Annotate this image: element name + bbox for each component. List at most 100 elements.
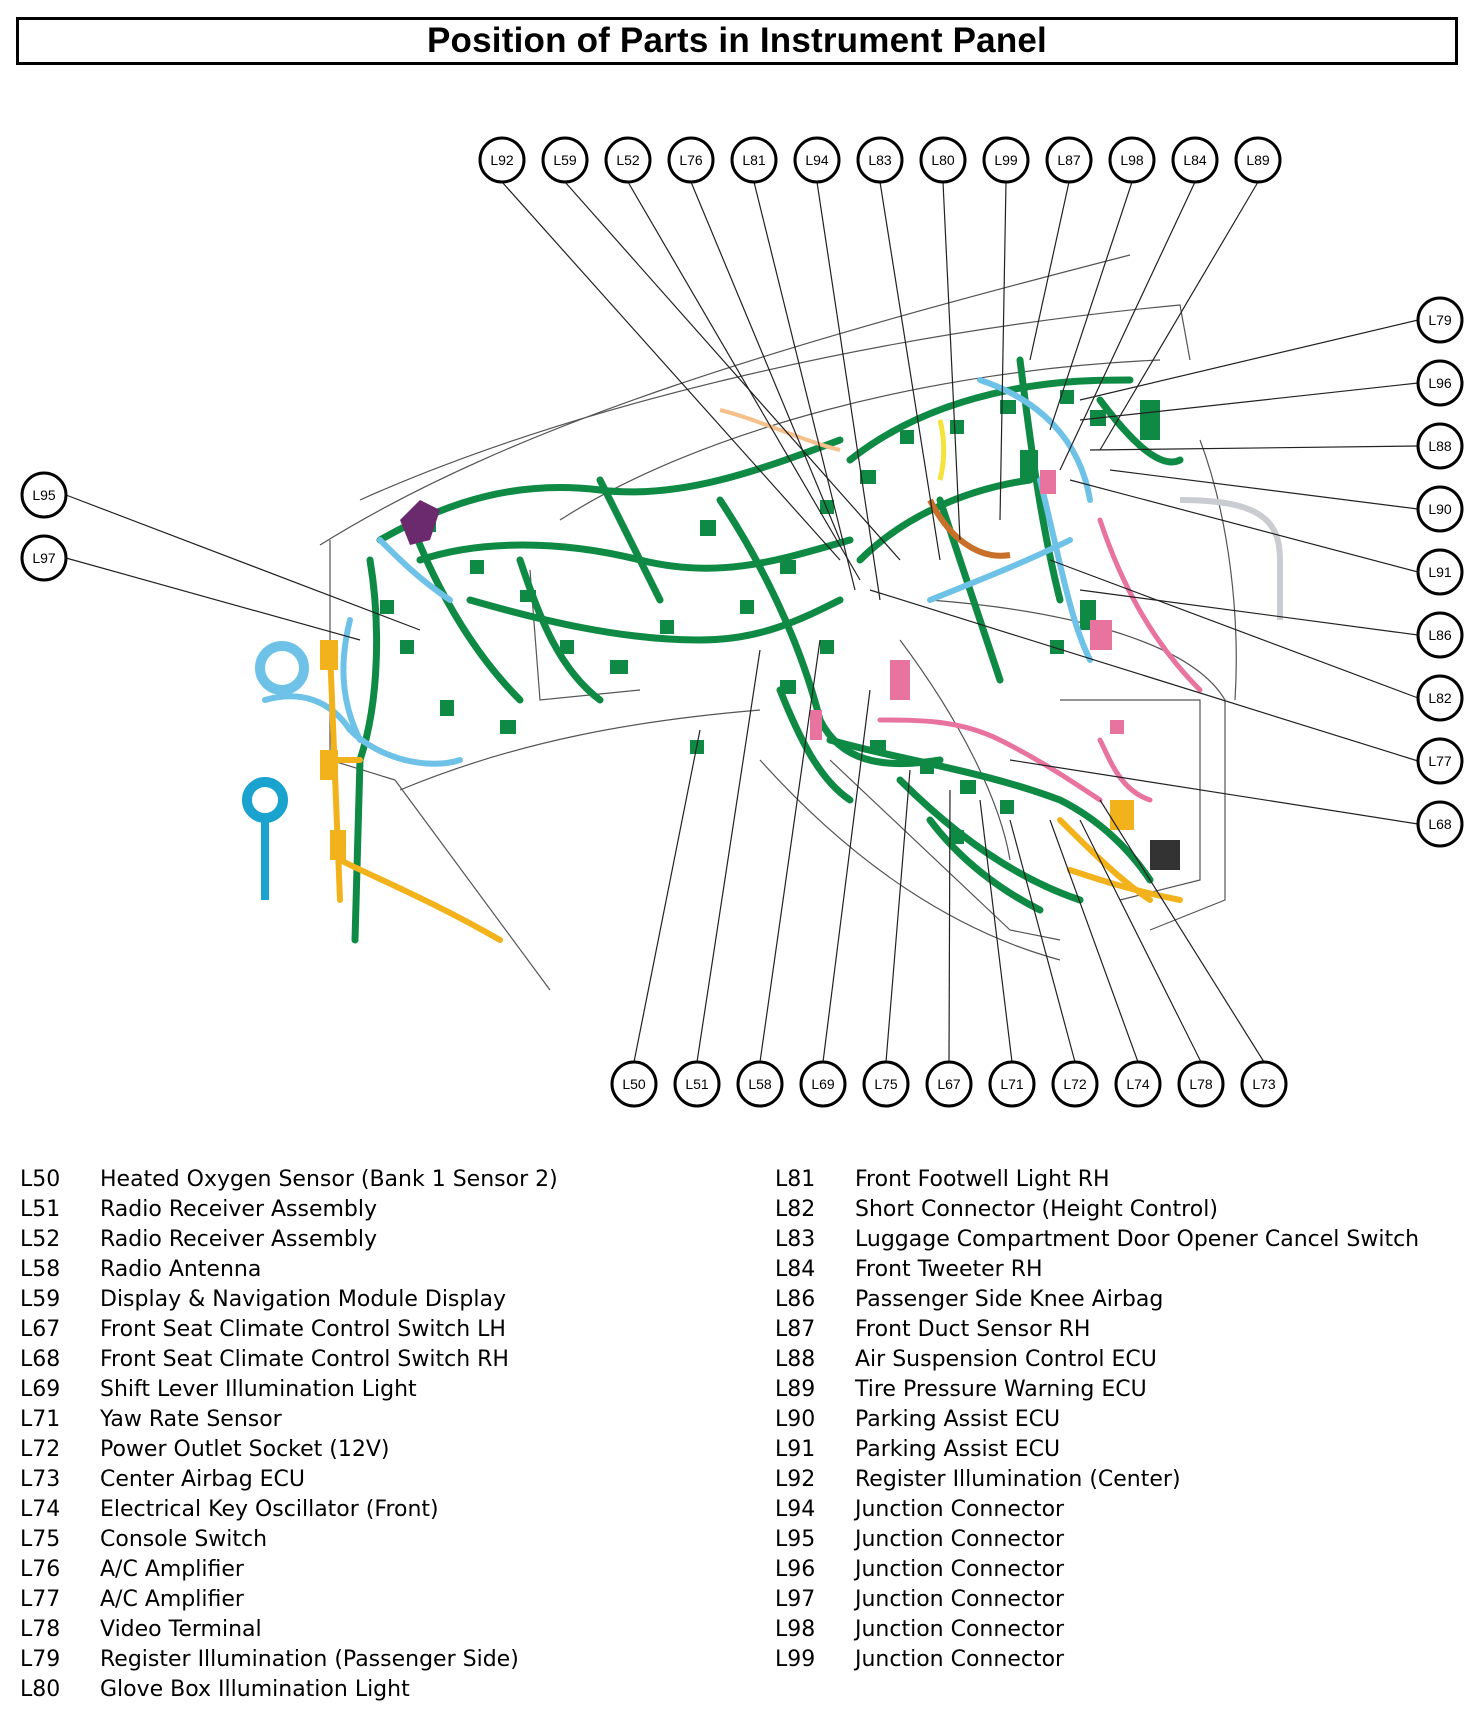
leader-l95 bbox=[65, 494, 421, 631]
harness-blue bbox=[262, 377, 1093, 767]
legend-item: L80 Glove Box Illumination Light bbox=[20, 1675, 740, 1705]
legend-code: L84 bbox=[775, 1257, 816, 1282]
leader-l94 bbox=[816, 181, 881, 601]
legend-part-name: Radio Antenna bbox=[100, 1257, 262, 1282]
leader-l82 bbox=[1049, 559, 1419, 699]
legend-code: L86 bbox=[775, 1287, 816, 1312]
leader-l87 bbox=[1029, 181, 1070, 361]
legend-part-name: Junction Connector bbox=[855, 1647, 1065, 1672]
callout-label: L73 bbox=[1252, 1076, 1276, 1092]
legend-code: L51 bbox=[20, 1197, 61, 1222]
leader-l76 bbox=[690, 181, 841, 541]
legend-code: L96 bbox=[775, 1557, 816, 1582]
legend-part-name: Tire Pressure Warning ECU bbox=[855, 1377, 1147, 1402]
legend-code: L50 bbox=[20, 1167, 61, 1192]
legend-part-name: Front Seat Climate Control Switch LH bbox=[100, 1317, 506, 1342]
callout-circle bbox=[610, 1060, 658, 1108]
callout-circle bbox=[793, 136, 841, 184]
legend-code: L87 bbox=[775, 1317, 816, 1342]
callout-l84: L84 bbox=[1171, 136, 1219, 184]
callout-l58: L58 bbox=[736, 1060, 784, 1108]
callout-label: L88 bbox=[1428, 438, 1452, 454]
callout-label: L82 bbox=[1428, 690, 1452, 706]
legend-code: L88 bbox=[775, 1347, 816, 1372]
leader-l77 bbox=[869, 589, 1419, 762]
callout-circle bbox=[982, 136, 1030, 184]
callout-circle bbox=[1416, 485, 1464, 533]
callout-l97: L97 bbox=[20, 534, 68, 582]
legend-part-name: Junction Connector bbox=[855, 1497, 1065, 1522]
dark-connector-block bbox=[1150, 840, 1180, 870]
callout-circle bbox=[730, 136, 778, 184]
legend-code: L95 bbox=[775, 1527, 816, 1552]
callout-label: L77 bbox=[1428, 753, 1452, 769]
callout-circle bbox=[541, 136, 589, 184]
callout-circle bbox=[1416, 800, 1464, 848]
callout-label: L72 bbox=[1063, 1076, 1087, 1092]
leader-l84 bbox=[1059, 181, 1196, 471]
legend-code: L82 bbox=[775, 1197, 816, 1222]
callout-circle bbox=[1416, 548, 1464, 596]
leader-l73 bbox=[1099, 799, 1265, 1063]
callout-l81: L81 bbox=[730, 136, 778, 184]
callout-label: L95 bbox=[32, 487, 56, 503]
left-lower-line bbox=[394, 779, 551, 991]
leader-l72 bbox=[1009, 819, 1076, 1063]
callout-label: L99 bbox=[994, 152, 1018, 168]
callout-circle bbox=[478, 136, 526, 184]
callout-l80: L80 bbox=[919, 136, 967, 184]
callout-circle bbox=[925, 1060, 973, 1108]
legend-code: L58 bbox=[20, 1257, 61, 1282]
callout-l72: L72 bbox=[1051, 1060, 1099, 1108]
callout-label: L97 bbox=[32, 550, 56, 566]
callout-l82: L82 bbox=[1416, 674, 1464, 722]
callout-l71: L71 bbox=[988, 1060, 1036, 1108]
legend-code: L75 bbox=[20, 1527, 61, 1552]
callout-label: L69 bbox=[811, 1076, 835, 1092]
legend-part-name: Junction Connector bbox=[855, 1557, 1065, 1582]
callout-label: L50 bbox=[622, 1076, 646, 1092]
callout-l69: L69 bbox=[799, 1060, 847, 1108]
callout-l86: L86 bbox=[1416, 611, 1464, 659]
callout-label: L67 bbox=[937, 1076, 961, 1092]
legend-code: L52 bbox=[20, 1227, 61, 1252]
callout-label: L71 bbox=[1000, 1076, 1024, 1092]
callout-l78: L78 bbox=[1177, 1060, 1225, 1108]
legend-code: L59 bbox=[20, 1287, 61, 1312]
callout-label: L79 bbox=[1428, 312, 1452, 328]
harness-yellow bbox=[937, 419, 947, 481]
callout-l76: L76 bbox=[667, 136, 715, 184]
callout-label: L59 bbox=[553, 152, 577, 168]
legend-code: L80 bbox=[20, 1677, 61, 1702]
legend-code: L83 bbox=[775, 1227, 816, 1252]
leader-l52 bbox=[627, 181, 861, 581]
callout-label: L78 bbox=[1189, 1076, 1213, 1092]
callout-l79: L79 bbox=[1416, 296, 1464, 344]
callout-label: L83 bbox=[868, 152, 892, 168]
harness-green-connectors bbox=[380, 390, 1160, 844]
legend-part-name: Glove Box Illumination Light bbox=[100, 1677, 410, 1702]
left-vent-icon bbox=[255, 641, 309, 695]
callout-label: L74 bbox=[1126, 1076, 1150, 1092]
callout-l87: L87 bbox=[1045, 136, 1093, 184]
legend-code: L71 bbox=[20, 1407, 61, 1432]
leader-l88 bbox=[1089, 445, 1419, 451]
callout-label: L58 bbox=[748, 1076, 772, 1092]
windshield-edge bbox=[319, 254, 1131, 546]
legend-code: L90 bbox=[775, 1407, 816, 1432]
page-title-box: Position of Parts in Instrument Panel bbox=[16, 17, 1458, 65]
leader-l80 bbox=[942, 181, 961, 541]
callout-label: L87 bbox=[1057, 152, 1081, 168]
harness-pink-connectors bbox=[810, 470, 1124, 740]
callout-l59: L59 bbox=[541, 136, 589, 184]
legend-code: L81 bbox=[775, 1167, 816, 1192]
